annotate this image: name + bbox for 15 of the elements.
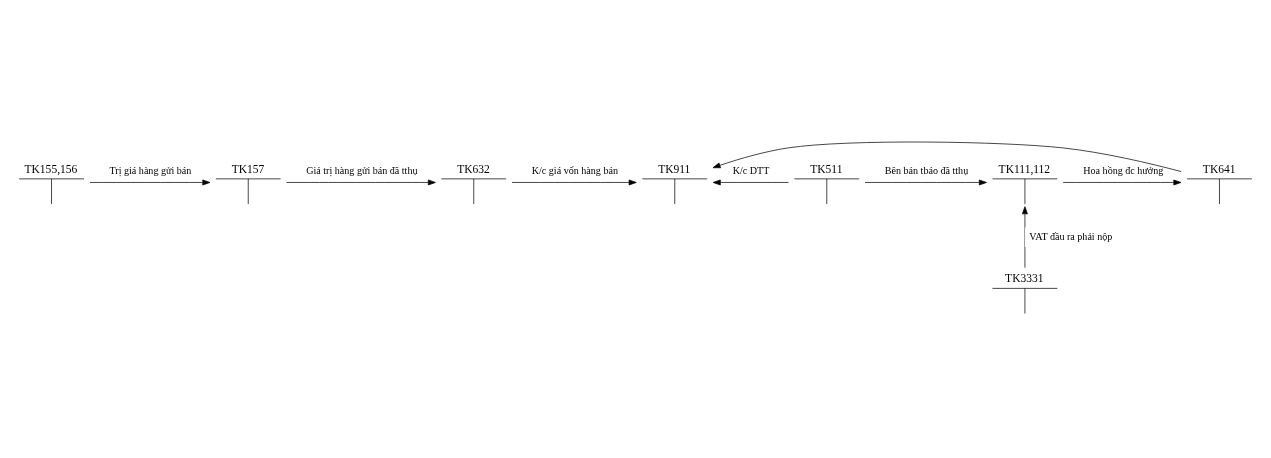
node-text: TK632 bbox=[457, 162, 490, 175]
edge-label: K/c giá vốn hàng bán bbox=[531, 164, 618, 176]
node-text: TK511 bbox=[810, 162, 843, 175]
node-text: TK111,112 bbox=[998, 162, 1051, 175]
node-text: TK3331 bbox=[1005, 272, 1044, 285]
edge-label: VAT đầu ra phải nộp bbox=[1029, 231, 1113, 243]
node-text: TK155,156 bbox=[24, 162, 78, 175]
edge-label: Trị giá hàng gửi bán bbox=[109, 164, 192, 176]
node-text: TK157 bbox=[231, 162, 265, 175]
edge-label: Giá trị hàng gửi bán đã tthụ bbox=[306, 164, 418, 176]
edge-label: Hoa hồng đc hưởng bbox=[1083, 164, 1164, 176]
edge-label: K/c DTT bbox=[732, 164, 770, 176]
node-text: TK911 bbox=[658, 162, 691, 175]
edge-label: Bên bán tbáo đã tthụ bbox=[884, 164, 969, 176]
node-text: TK641 bbox=[1202, 162, 1236, 175]
